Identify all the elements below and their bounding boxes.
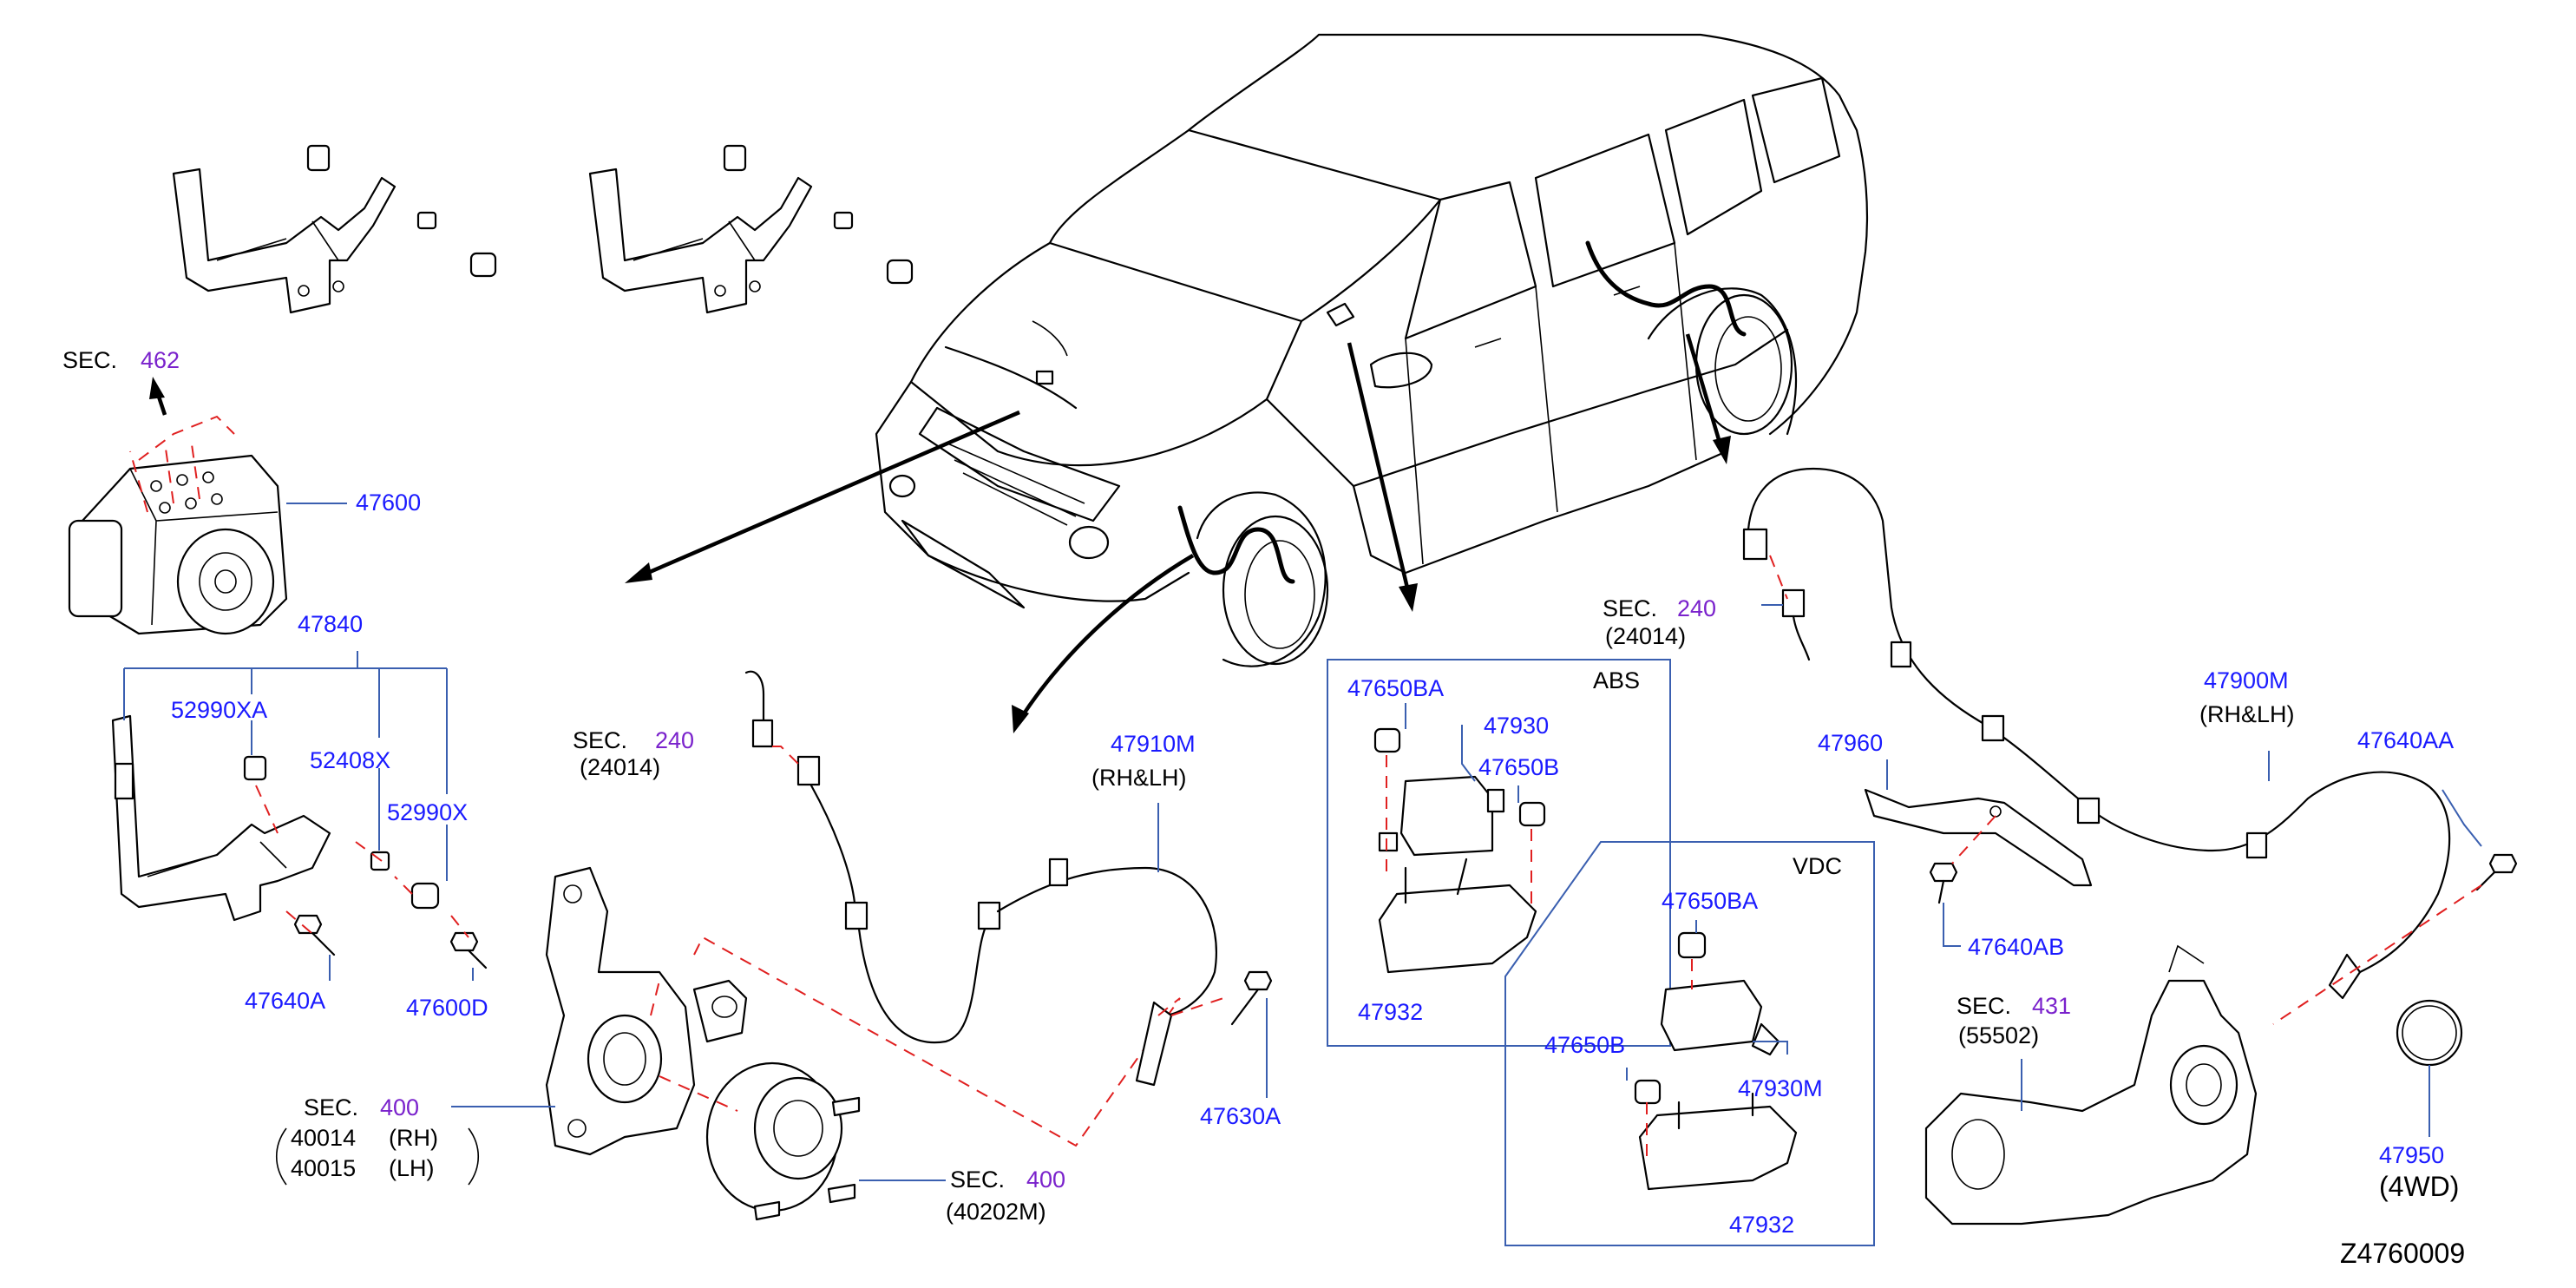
rear-sensor-bracket	[1864, 788, 2518, 904]
label-47600D: 47600D	[406, 995, 488, 1021]
label-47900M-note: (RH&LH)	[2199, 701, 2295, 727]
sec240a-number: 240	[655, 727, 694, 753]
guide-bracket-assy	[255, 785, 469, 938]
vdc-callout-box	[1504, 841, 1875, 1246]
sec400a-left-brace	[276, 1127, 287, 1186]
label-52408X: 52408X	[310, 747, 390, 773]
sec400a-right-brace	[468, 1127, 479, 1186]
rear-seal-ring	[2396, 999, 2463, 1067]
label-47910M-note: (RH&LH)	[1091, 765, 1187, 791]
guide-hub	[650, 936, 1181, 1147]
sec400a-sub2-side: (LH)	[389, 1155, 435, 1181]
rear-sensor-harness	[1742, 467, 2451, 1000]
sec400a-sub1-code: 40014	[291, 1125, 356, 1151]
vdc-yaw-sensor	[1634, 931, 1798, 1191]
label-47630A: 47630A	[1200, 1103, 1281, 1129]
sec240b-prefix: SEC.	[1603, 595, 1657, 621]
label-47650BA-vdc: 47650BA	[1662, 888, 1758, 914]
guide-front-sensor	[772, 746, 1224, 1016]
sec431-number: 431	[2032, 993, 2071, 1019]
sec462-prefix: SEC.	[62, 347, 117, 373]
sec400a-sub1-side: (RH)	[389, 1125, 438, 1151]
abs-callout-box	[1327, 659, 1671, 1047]
guide-rear	[1769, 555, 2482, 1025]
label-52990X: 52990X	[387, 799, 468, 825]
label-47960: 47960	[1818, 730, 1883, 756]
sec431-sub: (55502)	[1958, 1022, 2039, 1048]
front-sensor-harness	[744, 670, 1273, 1087]
sec240a-sub: (24014)	[580, 754, 660, 780]
sec431-prefix: SEC.	[1957, 993, 2011, 1019]
leader-47840-tree	[123, 651, 474, 981]
guide-abs-sensor	[1386, 755, 1532, 911]
guide-vdc-sensor	[1646, 959, 1693, 1163]
vdc-box-label: VDC	[1793, 853, 1842, 879]
rear-leaders	[1761, 604, 2482, 947]
label-47930M: 47930M	[1738, 1075, 1823, 1101]
sec240b-sub: (24014)	[1605, 623, 1686, 649]
sec400a-prefix: SEC.	[304, 1094, 358, 1120]
rear-knuckle	[1924, 944, 2258, 1226]
label-47900M: 47900M	[2204, 667, 2289, 693]
label-47932-vdc: 47932	[1729, 1212, 1794, 1238]
labels: SEC. 462 47600 47840 52990XA 52408X 5299…	[62, 347, 2465, 1269]
vdc-leaders	[1626, 920, 1788, 1081]
label-47640A: 47640A	[245, 988, 325, 1014]
label-47932-abs: 47932	[1358, 999, 1423, 1025]
label-47640AA: 47640AA	[2357, 727, 2454, 753]
abs-box-label: ABS	[1593, 667, 1640, 693]
abs-actuator	[68, 454, 288, 635]
sec400b-prefix: SEC.	[950, 1166, 1005, 1193]
label-47950-note: (4WD)	[2379, 1171, 2459, 1202]
bracket-upper-left	[172, 144, 497, 314]
label-47950: 47950	[2379, 1142, 2444, 1168]
sec400a-sub2-code: 40015	[291, 1155, 356, 1181]
abs-yaw-sensor	[1373, 727, 1546, 974]
diagram-code: Z4760009	[2340, 1238, 2465, 1269]
label-47910M: 47910M	[1111, 731, 1196, 757]
guide-actuator-top	[129, 415, 235, 513]
front-hub	[705, 1061, 861, 1221]
sec240a-prefix: SEC.	[573, 727, 627, 753]
label-47930: 47930	[1484, 713, 1549, 739]
label-47640AB: 47640AB	[1968, 934, 2064, 960]
vehicle-illustration	[875, 33, 1869, 667]
bracket-upper-center	[588, 144, 914, 314]
label-47650B-vdc: 47650B	[1544, 1032, 1625, 1058]
sec400a-number: 400	[380, 1094, 419, 1120]
pointer-arrows	[149, 333, 1731, 733]
sec240b-number: 240	[1677, 595, 1716, 621]
sec400b-sub: (40202M)	[946, 1199, 1046, 1225]
sec400b-number: 400	[1026, 1166, 1065, 1193]
label-52990XA: 52990XA	[171, 697, 267, 723]
abs-leaders	[1405, 703, 1519, 803]
label-47650BA-abs: 47650BA	[1347, 675, 1444, 701]
abs-bracket-assembly	[111, 714, 488, 969]
label-47840: 47840	[298, 611, 363, 637]
front-knuckle	[545, 866, 748, 1156]
label-47600: 47600	[356, 490, 421, 516]
sec462-number: 462	[141, 347, 180, 373]
label-47650B-abs: 47650B	[1478, 754, 1559, 780]
